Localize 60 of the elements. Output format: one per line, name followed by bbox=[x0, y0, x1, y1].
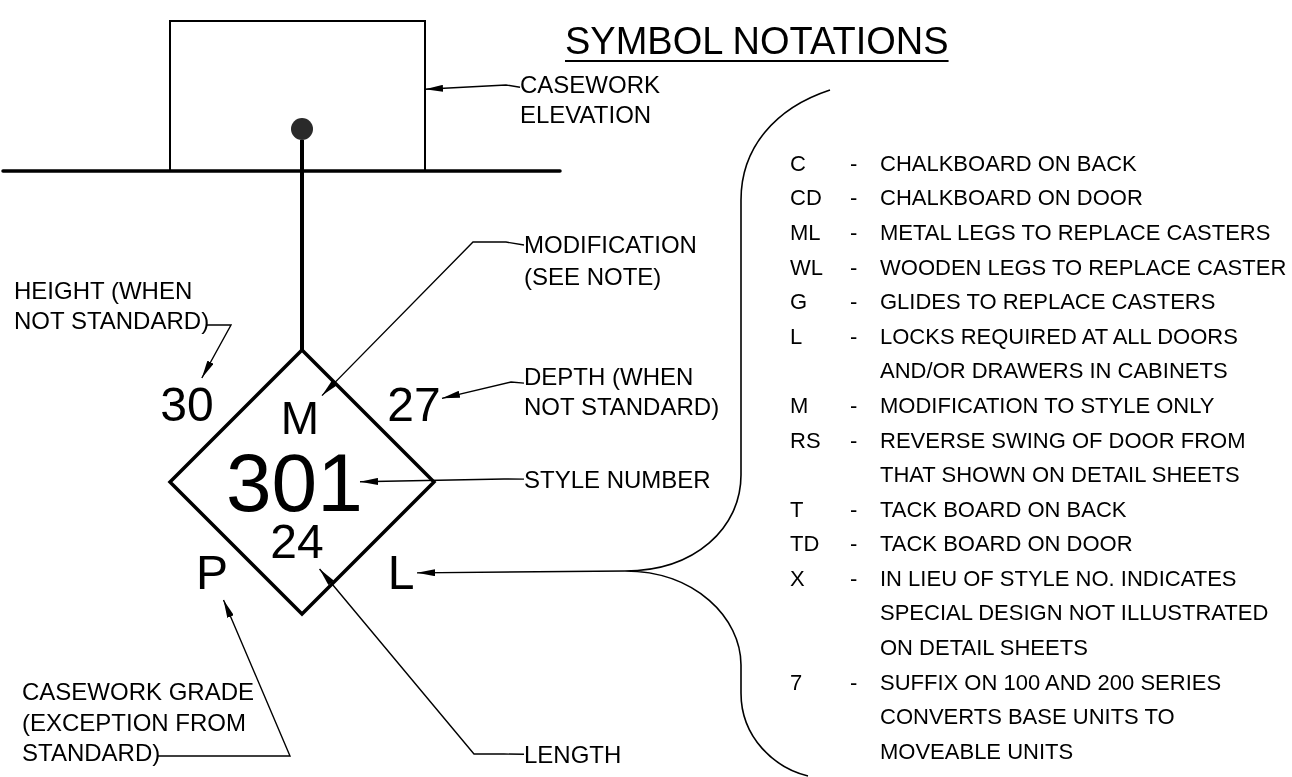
notation-description: TACK BOARD ON DOOR bbox=[880, 530, 1133, 559]
symbol-code: L bbox=[790, 322, 803, 351]
notation-description: TACK BOARD ON BACK bbox=[880, 495, 1127, 524]
casework-elevation-box bbox=[170, 21, 425, 171]
symbol-code: C bbox=[790, 149, 806, 178]
symbol-code: T bbox=[790, 495, 804, 524]
symbol-letter: L bbox=[385, 546, 417, 600]
notation-description: REVERSE SWING OF DOOR FROM THAT SHOWN ON DETAIL SHEETS bbox=[880, 426, 1247, 490]
connector-line bbox=[300, 140, 304, 350]
notation-description: MODIFICATION TO STYLE ONLY bbox=[880, 391, 1215, 420]
symbol-code: TD bbox=[790, 530, 820, 559]
symbol-code: WL bbox=[790, 253, 823, 282]
leader-arrow bbox=[201, 324, 233, 379]
dash: - bbox=[850, 426, 858, 455]
leader-arrow bbox=[441, 381, 525, 400]
leader-arrow bbox=[359, 477, 525, 485]
notation-description: GLIDES TO REPLACE CASTERS bbox=[880, 288, 1216, 317]
notation-description: METAL LEGS TO REPLACE CASTERS bbox=[880, 218, 1271, 247]
leader-arrow bbox=[424, 84, 521, 92]
symbol-code: X bbox=[790, 564, 805, 593]
dash: - bbox=[850, 564, 858, 593]
symbol-letter: M bbox=[278, 391, 322, 445]
section-title: SYMBOL NOTATIONS bbox=[565, 19, 949, 64]
notation-description: CHALKBOARD ON BACK bbox=[880, 149, 1137, 178]
callout-text: MODIFICATION (SEE NOTE) bbox=[524, 229, 714, 293]
notation-description: CHALKBOARD ON DOOR bbox=[880, 184, 1143, 213]
callout-text: CASEWORK GRADE (EXCEPTION FROM STANDARD) bbox=[22, 677, 257, 769]
symbol-code: ML bbox=[790, 218, 821, 247]
symbol-letter: P bbox=[195, 546, 229, 600]
dash: - bbox=[850, 668, 858, 697]
dot-marker bbox=[291, 118, 313, 140]
symbol-code: CD bbox=[790, 184, 822, 213]
notation-description: LOCKS REQUIRED AT ALL DOORS AND/OR DRAWERS IN CABINETS bbox=[880, 322, 1239, 386]
notation-description: SUFFIX ON 100 AND 200 SERIES CONVERTS BASE UNITS TO MOVEABLE UNITS bbox=[880, 668, 1223, 766]
dash: - bbox=[850, 218, 858, 247]
symbol-code: 7 bbox=[790, 668, 803, 697]
dash: - bbox=[850, 184, 858, 213]
notation-description: IN LIEU OF STYLE NO. INDICATES SPECIAL DESIGN NOT ILLUSTRATED ON DETAIL SHEETS bbox=[880, 564, 1270, 663]
dash: - bbox=[850, 495, 858, 524]
dimension-number: 27 bbox=[386, 378, 442, 432]
symbol-code: G bbox=[790, 288, 808, 317]
dimension-number: 30 bbox=[159, 378, 215, 432]
dash: - bbox=[850, 288, 858, 317]
dash: - bbox=[850, 530, 858, 559]
leader-arrow bbox=[321, 241, 525, 397]
dash: - bbox=[850, 253, 858, 282]
symbol-code: RS bbox=[790, 426, 821, 455]
leader-arrow bbox=[318, 568, 525, 755]
dash: - bbox=[850, 391, 858, 420]
leader-arrow bbox=[416, 569, 626, 577]
callout-text: HEIGHT (WHEN NOT STANDARD) bbox=[14, 276, 214, 336]
dash: - bbox=[850, 149, 858, 178]
symbol-code: M bbox=[790, 391, 809, 420]
callout-text: DEPTH (WHEN NOT STANDARD) bbox=[524, 362, 724, 422]
dash: - bbox=[850, 322, 858, 351]
callout-text: LENGTH bbox=[524, 740, 624, 770]
callout-text: CASEWORK ELEVATION bbox=[520, 70, 680, 130]
callout-text: STYLE NUMBER bbox=[524, 465, 714, 495]
notation-description: WOODEN LEGS TO REPLACE CASTER bbox=[880, 253, 1287, 282]
leader-arrow bbox=[157, 599, 292, 757]
